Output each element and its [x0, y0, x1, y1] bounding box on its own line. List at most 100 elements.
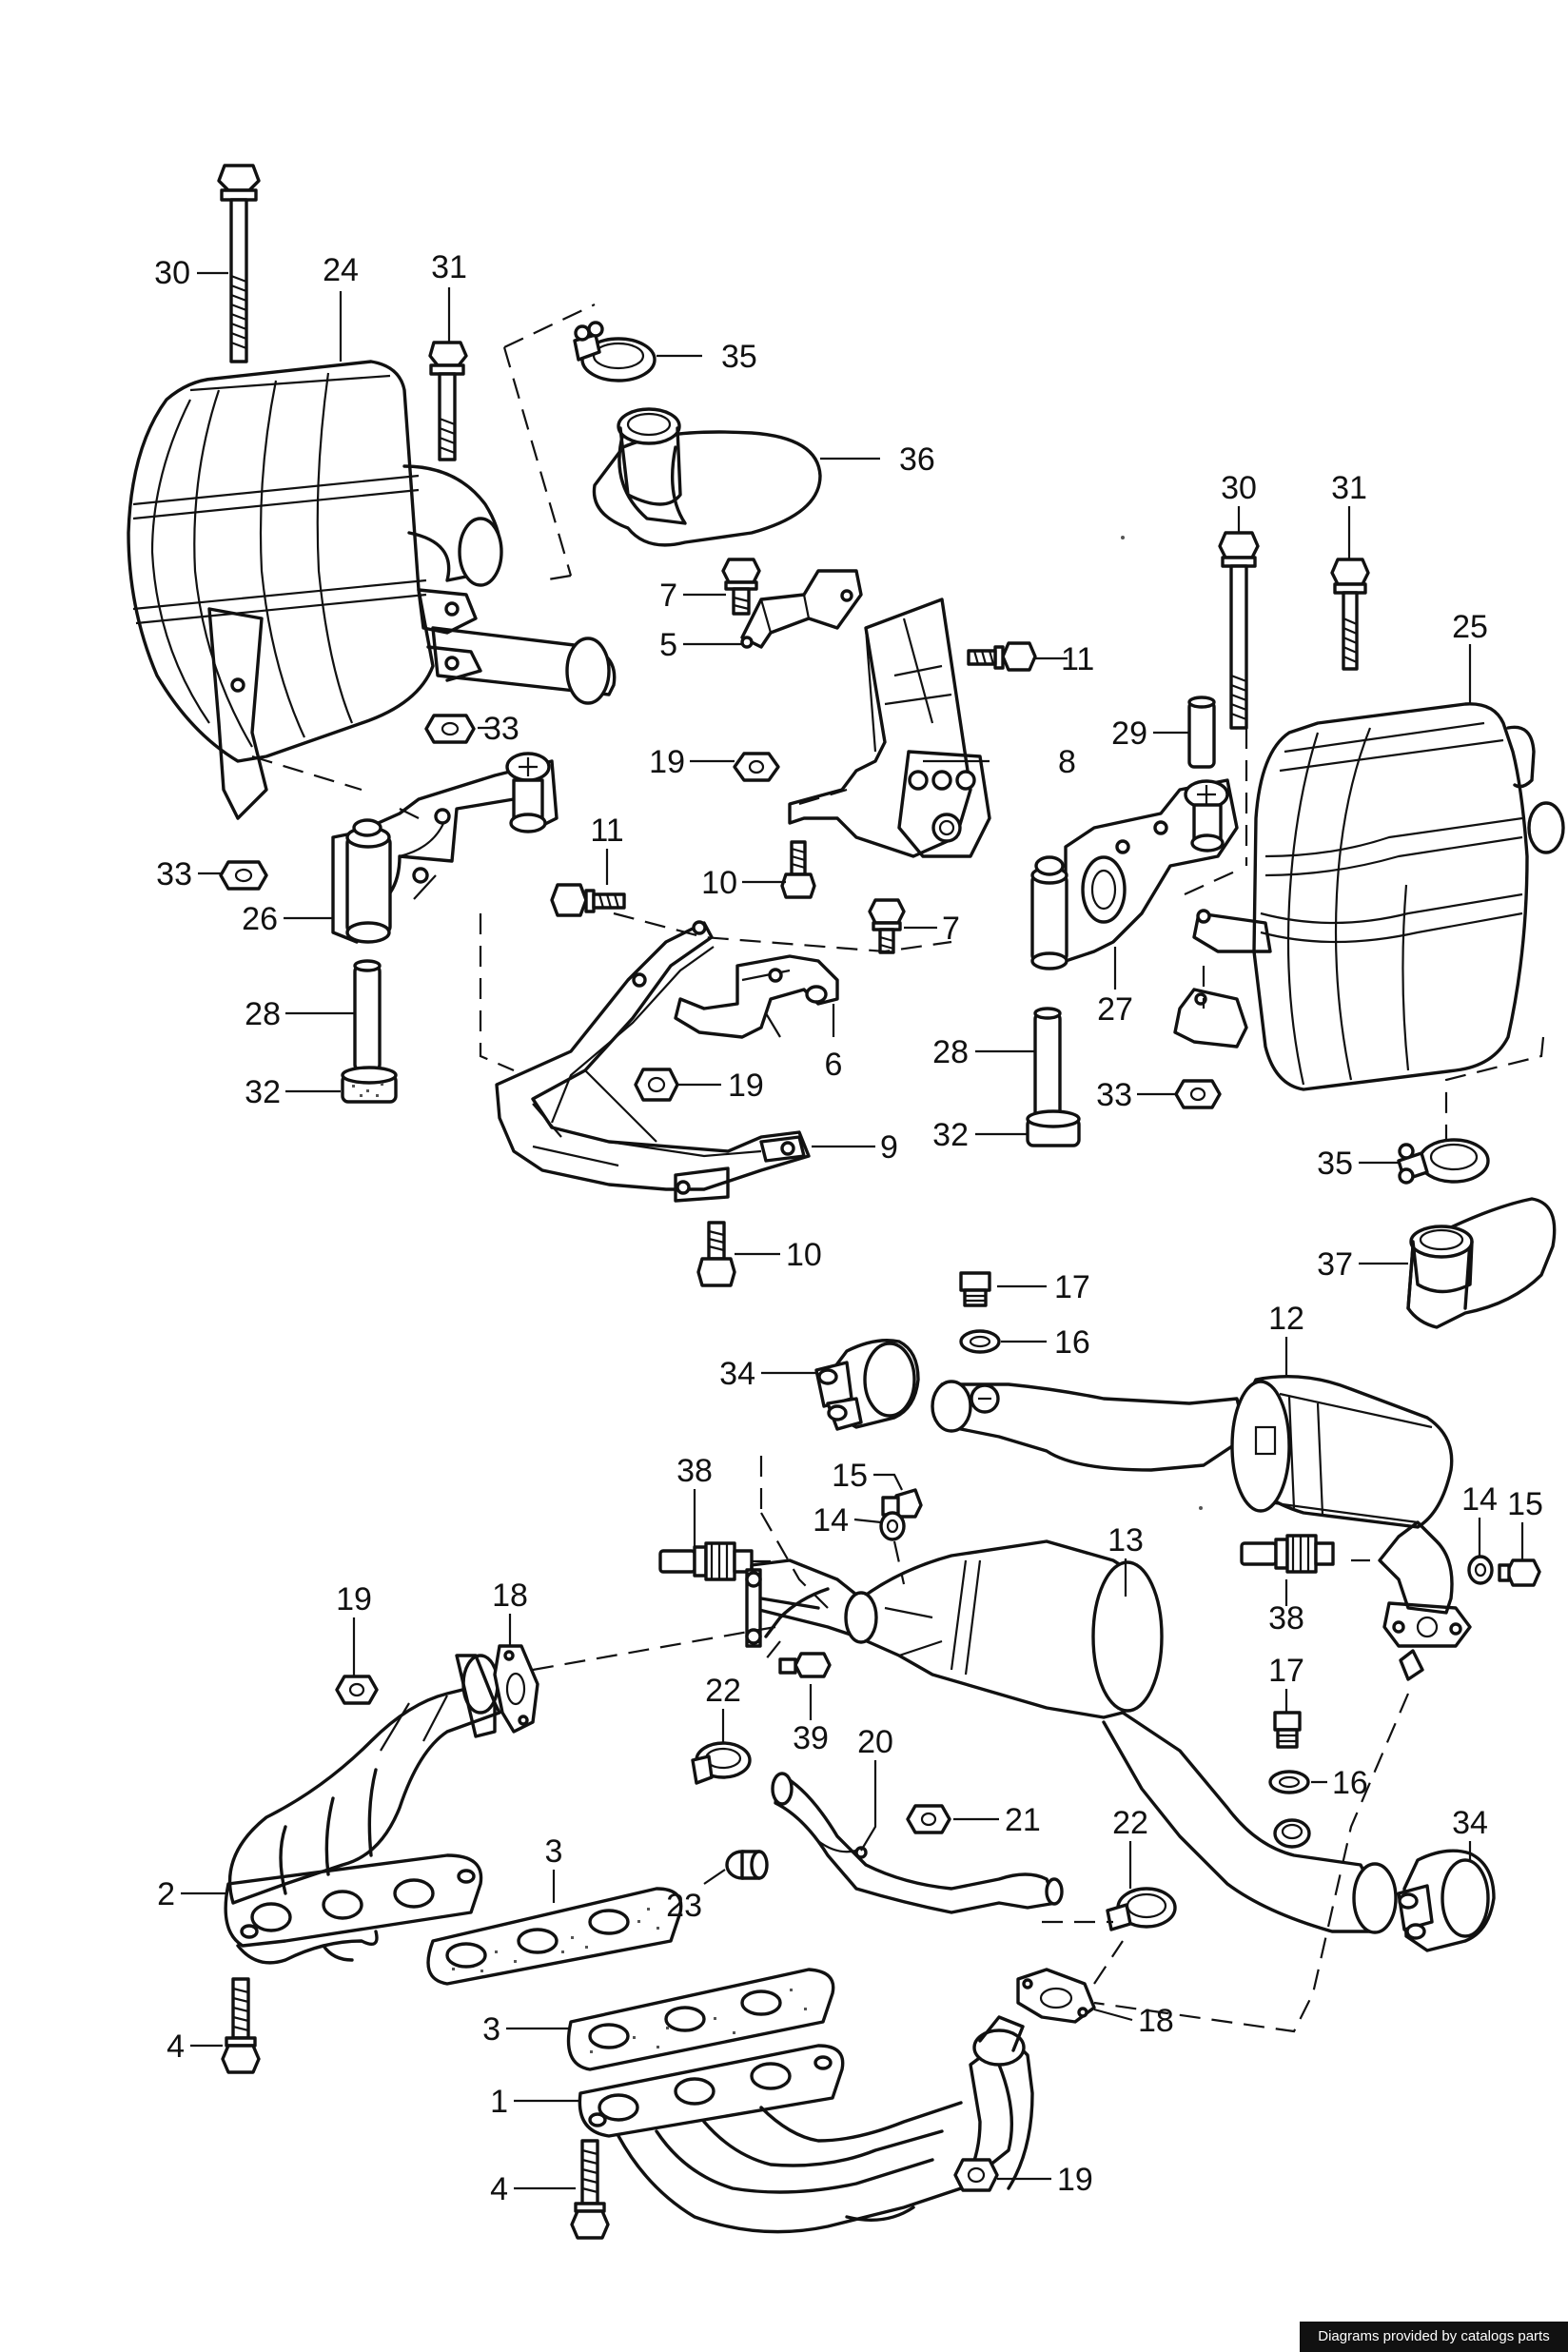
callout-7: 7: [659, 578, 677, 614]
tailpipe-37: [1406, 1197, 1557, 1329]
clamp-22-lower: [1106, 1887, 1177, 1931]
callout-13: 13: [1107, 1522, 1144, 1558]
bolt-30-right: [1218, 531, 1260, 730]
sleeve-28-left: [353, 959, 382, 1072]
clamp-22-upper: [691, 1741, 752, 1785]
callout-3: 3: [545, 1833, 563, 1870]
callout-8: 8: [1058, 744, 1076, 780]
bracket-6: [674, 954, 839, 1039]
bolt-4-lower: [570, 2139, 610, 2240]
frame-9: [495, 920, 811, 1203]
sensor-38-upper: [658, 1541, 771, 1581]
bushing-32-left: [341, 1066, 398, 1104]
callout-15: 15: [1507, 1486, 1543, 1522]
gasket-3-lower: [566, 1968, 835, 2071]
washer-14-upper: [879, 1511, 906, 1541]
callout-24: 24: [323, 252, 359, 288]
clamp-34-upper: [814, 1339, 920, 1431]
clamp-35-right: [1397, 1138, 1490, 1185]
callout-36: 36: [899, 441, 935, 478]
washer-16-lower: [1268, 1770, 1310, 1794]
callout-14: 14: [1461, 1481, 1498, 1518]
callout-35: 35: [1317, 1146, 1353, 1182]
diagram-credit-badge: Diagrams provided by catalogs parts: [1300, 2322, 1568, 2352]
callout-34: 34: [719, 1356, 755, 1392]
bolt-7-lower: [868, 898, 906, 954]
callout-14: 14: [813, 1502, 849, 1539]
bracket-5: [740, 569, 863, 649]
callout-33: 33: [1096, 1077, 1132, 1113]
sleeve-29: [1187, 696, 1216, 769]
bolt-30-left: [217, 164, 261, 363]
plug-17-upper: [959, 1271, 991, 1307]
callout-27: 27: [1097, 991, 1133, 1028]
callout-12: 12: [1268, 1301, 1304, 1337]
plug-17-lower: [1273, 1711, 1302, 1749]
callout-37: 37: [1317, 1246, 1353, 1283]
bracket-27: [1030, 778, 1239, 970]
nut-33-upper: [424, 714, 476, 744]
callout-16: 16: [1332, 1765, 1368, 1801]
callout-30: 30: [1221, 470, 1257, 506]
tailpipe-36: [592, 407, 822, 547]
bolt-11-lower: [550, 883, 626, 917]
callout-38: 38: [1268, 1600, 1304, 1637]
callout-28: 28: [932, 1034, 969, 1070]
callout-7: 7: [942, 911, 960, 947]
washer-16-upper: [959, 1329, 1001, 1354]
bolt-15-upper: [881, 1488, 923, 1519]
callout-32: 32: [932, 1117, 969, 1153]
callout-32: 32: [245, 1074, 281, 1110]
bolt-10-upper: [780, 840, 816, 899]
sleeve-28-right: [1033, 1007, 1062, 1120]
clamp-34-lower: [1397, 1849, 1496, 1952]
callout-18: 18: [492, 1578, 528, 1614]
bracket-8: [788, 598, 991, 858]
callout-33: 33: [483, 711, 519, 747]
callout-9: 9: [880, 1129, 898, 1166]
callout-33: 33: [156, 856, 192, 892]
callout-15: 15: [832, 1458, 868, 1494]
muffler-right: [1173, 702, 1565, 1091]
washer-14-lower: [1467, 1555, 1494, 1585]
callout-10: 10: [786, 1237, 822, 1273]
callout-4: 4: [167, 2029, 185, 2065]
callout-25: 25: [1452, 609, 1488, 645]
callout-29: 29: [1111, 715, 1147, 752]
bracket-26: [331, 752, 559, 944]
callout-4: 4: [490, 2171, 508, 2207]
callout-26: 26: [242, 901, 278, 937]
bolt-31-left: [428, 341, 468, 461]
callout-1: 1: [490, 2084, 508, 2120]
manifold-1: [578, 2015, 1034, 2234]
callout-2: 2: [157, 1876, 175, 1912]
spacer-23: [725, 1850, 769, 1880]
callout-labels: 30 24 31 35 36 33 33 26 28 32 7 5 11 19 …: [154, 249, 1543, 2207]
bolt-15-lower: [1498, 1558, 1541, 1587]
callout-5: 5: [659, 627, 677, 663]
clamp-35-left: [573, 321, 657, 382]
nut-33-lower: [219, 860, 268, 891]
callout-22: 22: [1112, 1805, 1148, 1841]
nut-33-right: [1174, 1079, 1222, 1109]
callout-35: 35: [721, 339, 757, 375]
sensor-38-lower: [1240, 1534, 1335, 1574]
callout-19: 19: [1057, 2162, 1093, 2198]
callout-17: 17: [1054, 1269, 1090, 1305]
catalytic-converter-13: [745, 1539, 1398, 1934]
callout-21: 21: [1005, 1802, 1041, 1838]
callout-31: 31: [1331, 470, 1367, 506]
bolt-10-lower: [696, 1221, 736, 1287]
bolt-4-upper: [221, 1977, 261, 2074]
callout-6: 6: [825, 1047, 843, 1083]
callout-17: 17: [1268, 1653, 1304, 1689]
gasket-18-lower: [1016, 1968, 1096, 2024]
callout-10: 10: [701, 865, 737, 901]
callout-11: 11: [1061, 641, 1094, 677]
nut-19-manifold: [335, 1675, 379, 1705]
manifold-2: [224, 1654, 501, 1965]
callout-22: 22: [705, 1673, 741, 1709]
callout-19: 19: [728, 1068, 764, 1104]
leader-lines: [181, 271, 1524, 2190]
